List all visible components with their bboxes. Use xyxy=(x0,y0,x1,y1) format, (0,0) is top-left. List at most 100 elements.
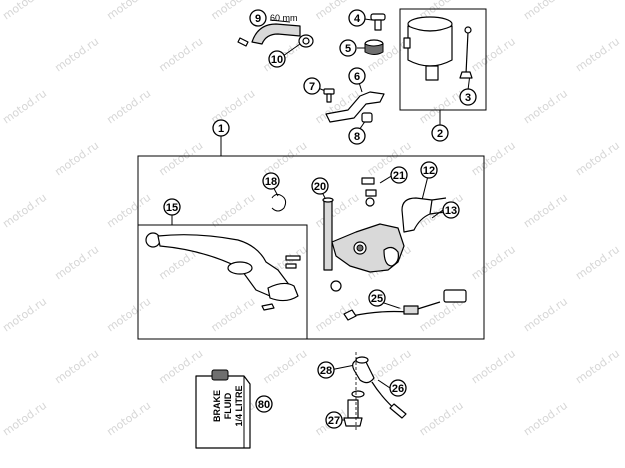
callout-9: 9 xyxy=(249,9,267,27)
watermark-text: motod.ru xyxy=(469,35,518,75)
svg-text:5: 5 xyxy=(345,43,351,55)
watermark-text: motod.ru xyxy=(0,87,49,127)
reservoir-bracket xyxy=(325,91,385,123)
watermark-text: motod.ru xyxy=(52,139,101,179)
watermark-text: motod.ru xyxy=(104,87,153,127)
watermark-text: motod.ru xyxy=(573,243,622,283)
watermark-text: motod.ru xyxy=(52,35,101,75)
watermark-text: motod.ru xyxy=(261,347,310,387)
lever-pivot xyxy=(267,282,299,302)
reservoir-hose xyxy=(251,23,301,45)
master-cylinder-port-inner xyxy=(356,244,364,252)
pivot-bolt-2 xyxy=(285,263,297,269)
hose-clamp-inner xyxy=(302,37,310,45)
callout-18: 18 xyxy=(262,172,280,190)
watermark-text: motod.ru xyxy=(209,295,258,335)
brake-lever xyxy=(157,234,291,297)
callout-27: 27 xyxy=(325,411,343,429)
watermark-text: motod.ru xyxy=(157,35,206,75)
svg-text:21: 21 xyxy=(393,170,405,182)
callout-20: 20 xyxy=(311,177,329,195)
banjo-bolt-head xyxy=(343,417,363,427)
master-cylinder-boss xyxy=(383,246,399,267)
watermark-text: motod.ru xyxy=(0,0,49,22)
callout-10: 10 xyxy=(268,50,286,68)
reservoir-group-frame xyxy=(399,8,487,111)
bleeder-cap xyxy=(365,197,375,207)
copper-washer-2 xyxy=(351,390,365,398)
svg-text:3: 3 xyxy=(465,92,471,104)
clamp-screw-2 xyxy=(429,211,445,215)
callout-4: 4 xyxy=(348,9,366,27)
grommet-body xyxy=(364,43,384,55)
callout-6: 6 xyxy=(348,67,366,85)
svg-text:15: 15 xyxy=(166,202,178,214)
watermark-text: motod.ru xyxy=(521,295,570,335)
lever-adjuster xyxy=(227,261,253,275)
callout-15: 15 xyxy=(163,198,181,216)
lever-ball-end xyxy=(145,232,161,248)
watermark-text: motod.ru xyxy=(521,0,570,22)
watermark-text: motod.ru xyxy=(157,139,206,179)
watermark-text: motod.ru xyxy=(573,35,622,75)
watermark-text: motod.ru xyxy=(104,399,153,439)
watermark-text: motod.ru xyxy=(313,191,362,231)
bracket-screw-head xyxy=(323,88,335,95)
watermark-text: motod.ru xyxy=(417,87,466,127)
watermark-text: motod.ru xyxy=(104,0,153,22)
watermark-text: motod.ru xyxy=(104,295,153,335)
clamp-screw-1 xyxy=(431,197,447,201)
svg-text:26: 26 xyxy=(392,383,404,395)
watermark-text: motod.ru xyxy=(52,243,101,283)
bushing xyxy=(361,112,373,123)
svg-text:80: 80 xyxy=(258,399,270,411)
watermark-text: motod.ru xyxy=(0,191,49,231)
brake-switch-body xyxy=(403,305,419,315)
reservoir-screw-head xyxy=(464,26,472,34)
watermark-text: motod.ru xyxy=(521,399,570,439)
reservoir-body xyxy=(407,25,453,67)
pivot-nut xyxy=(330,280,342,292)
watermark-text: motod.ru xyxy=(0,295,49,335)
lever-spring xyxy=(261,303,275,311)
reservoir-screw xyxy=(465,31,469,75)
fluid-bottle-cap xyxy=(211,369,229,381)
watermark-text: motod.ru xyxy=(52,347,101,387)
bleeder-valve-2 xyxy=(365,189,377,197)
svg-text:4: 4 xyxy=(354,13,361,25)
bottle-label-line-3: 1/4 LITRE xyxy=(234,385,244,426)
svg-text:27: 27 xyxy=(328,415,340,427)
callout-3: 3 xyxy=(459,88,477,106)
reservoir-spout xyxy=(425,65,439,81)
brake-line-banjo xyxy=(352,359,375,384)
svg-text:13: 13 xyxy=(445,205,457,217)
callout-21: 21 xyxy=(390,166,408,184)
push-rod-top xyxy=(322,197,334,203)
svg-text:20: 20 xyxy=(314,181,326,193)
copper-washer-1 xyxy=(355,356,369,364)
cap-screw-head xyxy=(370,13,386,21)
callout-5: 5 xyxy=(339,39,357,57)
brake-line-fitting xyxy=(389,403,407,419)
watermark-text: motod.ru xyxy=(573,347,622,387)
svg-text:10: 10 xyxy=(271,54,283,66)
pivot-bolt xyxy=(285,255,301,261)
callout-80: 80 xyxy=(255,395,273,413)
watermark-text: motod.ru xyxy=(417,399,466,439)
svg-text:2: 2 xyxy=(437,128,443,140)
callout-7: 7 xyxy=(303,77,321,95)
watermark-text: motod.ru xyxy=(521,191,570,231)
svg-text:12: 12 xyxy=(423,165,435,177)
brake-switch-clip xyxy=(343,309,357,321)
callout-2: 2 xyxy=(431,124,449,142)
watermark-text: motod.ru xyxy=(573,139,622,179)
bottle-label-line-1: BRAKE xyxy=(212,390,222,422)
watermark-text: motod.ru xyxy=(0,399,49,439)
callout-8: 8 xyxy=(348,127,366,145)
brake-switch-cable xyxy=(351,301,441,317)
callout-13: 13 xyxy=(442,201,460,219)
svg-text:28: 28 xyxy=(320,365,332,377)
callout-25: 25 xyxy=(368,289,386,307)
svg-text:7: 7 xyxy=(309,81,315,93)
